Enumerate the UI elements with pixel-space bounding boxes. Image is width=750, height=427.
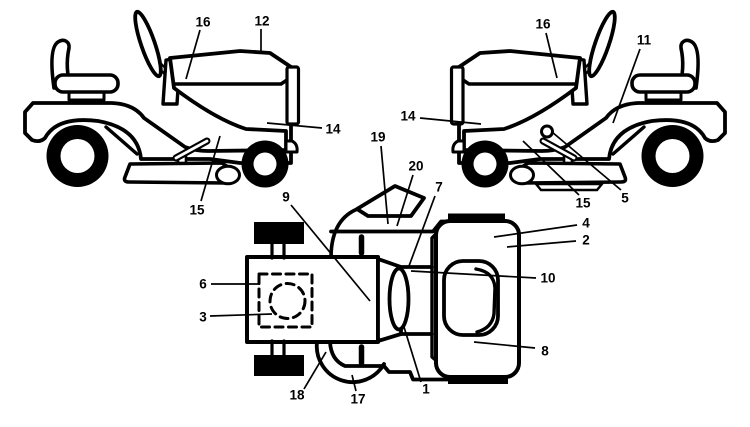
callout-line-top-17 — [351, 374, 357, 392]
running-board-bottom — [328, 340, 452, 382]
front-wheel-top — [254, 222, 304, 244]
discharge-chute — [355, 184, 426, 218]
callout-label-right-15: 15 — [575, 196, 591, 211]
deck-lip — [533, 182, 605, 192]
engine-outline-dashed — [257, 272, 314, 329]
callout-line-right-15 — [522, 140, 580, 196]
callout-line-top-3 — [209, 313, 273, 317]
callout-label-top-20: 20 — [408, 159, 423, 174]
callout-label-left-16: 16 — [195, 15, 211, 30]
seat-contour — [474, 267, 497, 334]
callout-line-right-14 — [419, 117, 482, 125]
chassis-frame — [245, 255, 380, 344]
callout-line-right-5 — [551, 131, 622, 191]
rear-wheel-top — [448, 213, 505, 222]
callout-line-right-16 — [545, 32, 558, 79]
callout-line-top-10 — [410, 270, 537, 279]
callout-line-right-11 — [612, 48, 641, 124]
callout-line-top-7 — [408, 195, 436, 267]
callout-line-top-1 — [403, 326, 422, 383]
callout-label-top-2: 2 — [582, 233, 590, 248]
callout-label-top-17: 17 — [350, 392, 365, 407]
tractor-side-view-right — [452, 10, 726, 192]
callout-label-top-8: 8 — [541, 344, 549, 359]
callout-label-top-7: 7 — [435, 180, 443, 195]
rear-wheel-bottom — [448, 375, 508, 384]
callout-label-top-10: 10 — [540, 271, 555, 286]
callout-line-left-15 — [200, 135, 221, 202]
callout-label-top-6: 6 — [199, 277, 207, 292]
callout-label-top-9: 9 — [282, 190, 290, 205]
engine-pulley-dashed — [268, 282, 307, 320]
callout-label-top-1: 1 — [422, 382, 430, 397]
callout-label-left-12: 12 — [254, 14, 269, 29]
steering-wheel-top — [387, 266, 411, 332]
callout-line-top-4 — [493, 224, 578, 238]
callout-line-top-18 — [303, 351, 327, 390]
callout-label-right-5: 5 — [621, 191, 629, 206]
callout-line-left-16 — [185, 29, 201, 80]
running-board-top — [329, 206, 362, 260]
callout-line-top-9 — [290, 204, 371, 302]
callout-line-top-2 — [506, 240, 577, 248]
deck-arc — [314, 340, 386, 384]
callout-label-right-11: 11 — [637, 33, 652, 48]
callout-label-left-14: 14 — [325, 122, 341, 137]
seat-top-view — [442, 259, 500, 337]
tractor-top-view — [245, 184, 521, 384]
callout-label-top-4: 4 — [582, 216, 590, 231]
callout-label-top-19: 19 — [370, 130, 385, 145]
callout-label-left-15: 15 — [189, 203, 205, 218]
callout-label-right-16: 16 — [535, 17, 551, 32]
lever-knob — [540, 124, 554, 139]
callout-label-top-3: 3 — [199, 310, 207, 325]
front-wheel-bottom — [254, 355, 304, 376]
tractor-side-view-left — [25, 10, 299, 188]
callout-line-top-20 — [396, 174, 414, 227]
callout-label-right-14: 14 — [400, 109, 416, 124]
callout-line-left-14 — [266, 122, 323, 129]
running-board-top-edge — [329, 219, 454, 234]
callout-label-top-18: 18 — [289, 388, 305, 403]
callout-line-top-19 — [380, 145, 389, 225]
callout-line-top-8 — [473, 341, 536, 349]
